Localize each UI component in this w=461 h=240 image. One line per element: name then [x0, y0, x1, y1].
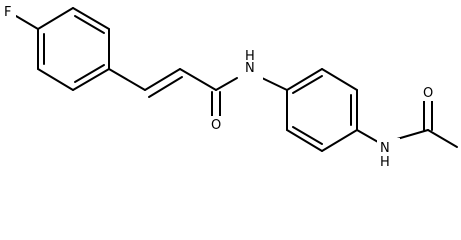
bond-ring2-a-inner: [292, 75, 323, 94]
bond-ring1-d: [37, 68, 74, 91]
bond-ring1-f: [37, 7, 74, 30]
bond-ring2-a: [286, 68, 323, 91]
bond-layer: [15, 7, 458, 152]
bond-carbonyl-to-nh: [215, 77, 238, 91]
bond-ring1-to-vinyl: [108, 68, 146, 91]
amide-nitrogen-1-label: N: [245, 61, 255, 76]
bond-ring2-d: [321, 129, 358, 152]
bond-ring2-b: [321, 68, 358, 91]
bond-ring1-c-inner: [74, 64, 105, 83]
bond-ring2-e-inner: [292, 126, 323, 145]
carbonyl-oxygen-2-background: [421, 84, 435, 101]
atom-label-layer: F N H O N H O: [3, 2, 435, 169]
bond-ring2-e: [286, 129, 323, 152]
bond-acetyl-methyl: [427, 129, 458, 148]
bond-ring1-a: [72, 7, 110, 30]
carbonyl-oxygen-1-background: [209, 116, 223, 133]
bond-nh-to-acetyl: [396, 129, 429, 140]
amide-nitrogen-2-background: [377, 138, 400, 169]
bond-vinyl-double-inner: [148, 76, 183, 98]
amide-nitrogen-2-label: N: [380, 141, 390, 156]
bond-ring1-a-inner: [74, 15, 105, 34]
amide-hydrogen-2-label: H: [380, 155, 390, 169]
amide-hydrogen-1-label: H: [245, 49, 255, 64]
bond-ring2-to-nh: [356, 129, 379, 143]
carbonyl-oxygen-2-label: O: [423, 86, 433, 101]
amide-nitrogen-1-background: [238, 58, 263, 85]
bond-vinyl-to-carbonyl: [179, 68, 217, 91]
bond-ring1-c: [72, 68, 110, 91]
carbonyl-oxygen-1-label: O: [211, 118, 221, 133]
chemical-structure-diagram: F N H O N H O: [3, 2, 458, 169]
fluorine-label-background: [3, 2, 16, 19]
bond-vinyl-double: [144, 68, 181, 91]
fluorine-label: F: [4, 5, 11, 20]
bond-c-f: [15, 15, 39, 30]
bond-nh-to-ring2: [261, 77, 288, 91]
